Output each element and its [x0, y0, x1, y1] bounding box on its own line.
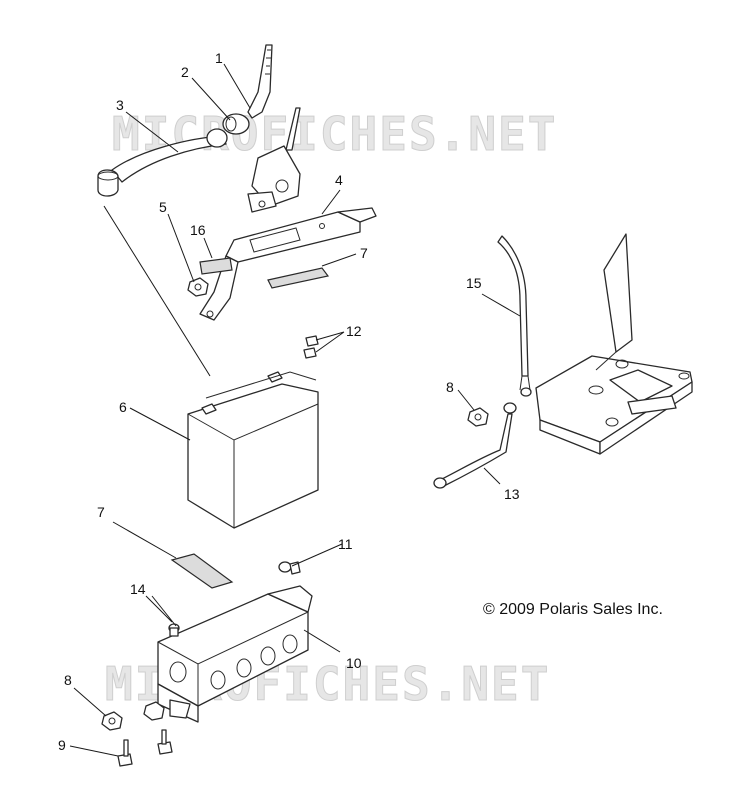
part-mounting-plate — [199, 207, 377, 321]
part-bolt-11 — [278, 561, 301, 575]
callout-8-upper: 8 — [446, 379, 454, 395]
part-nut-8-lower — [101, 701, 165, 731]
copyright-notice: © 2009 Polaris Sales Inc. — [483, 601, 663, 618]
callout-6: 6 — [119, 399, 127, 415]
callout-16: 16 — [190, 222, 206, 238]
callout-12: 12 — [346, 323, 362, 339]
part-cable-13 — [433, 402, 517, 489]
callout-10: 10 — [346, 655, 362, 671]
callout-5: 5 — [159, 199, 167, 215]
callout-3: 3 — [116, 97, 124, 113]
part-studs-14 — [168, 623, 180, 637]
callout-13: 13 — [504, 486, 520, 502]
part-pad-7-upper — [267, 267, 330, 289]
callout-7-lower: 7 — [97, 504, 105, 520]
part-battery-box — [157, 585, 313, 723]
part-battery-cable — [97, 128, 228, 197]
part-bolts-9 — [117, 729, 173, 767]
callout-11: 11 — [338, 536, 353, 552]
part-ground-cable-15 — [497, 235, 532, 397]
part-nut-5 — [187, 277, 209, 297]
part-cable-lead — [247, 44, 273, 119]
callout-2: 2 — [181, 64, 189, 80]
part-screws-12 — [303, 335, 319, 359]
callout-7-upper: 7 — [360, 245, 368, 261]
part-pad-7-lower — [170, 553, 234, 589]
callout-4: 4 — [335, 172, 343, 188]
part-solenoid — [247, 107, 301, 213]
part-pad-16 — [199, 257, 233, 275]
callout-8-lower: 8 — [64, 672, 72, 688]
leader-lines — [69, 63, 521, 757]
part-battery — [187, 371, 319, 529]
part-frame-assembly — [535, 233, 693, 455]
callout-9: 9 — [58, 737, 66, 753]
callout-15: 15 — [466, 275, 482, 291]
part-nut-8-upper — [467, 407, 489, 427]
callout-1: 1 — [215, 50, 223, 66]
callout-14: 14 — [130, 581, 146, 597]
